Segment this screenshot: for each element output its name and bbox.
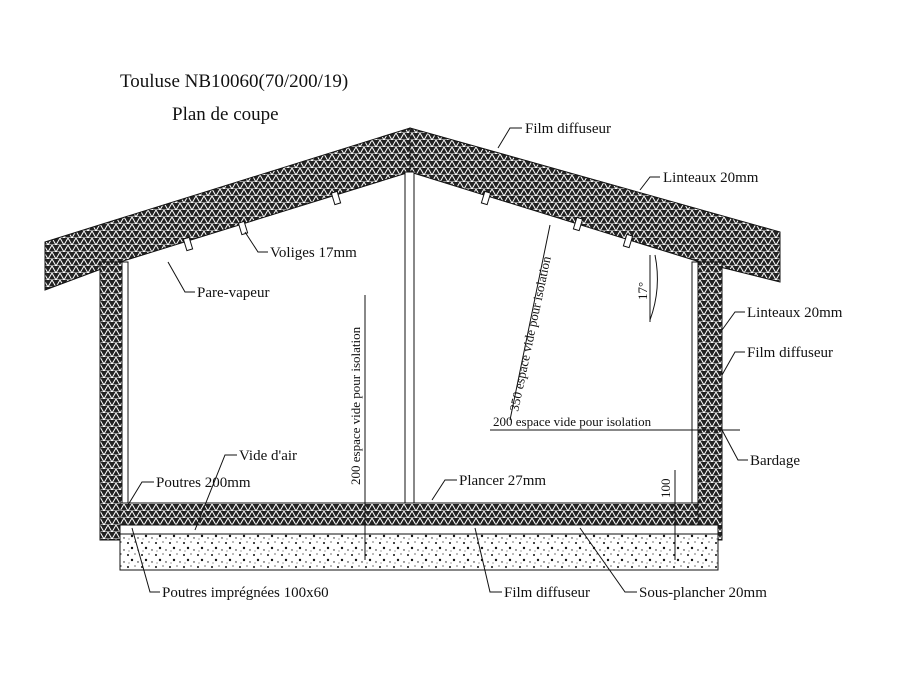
center-post [404, 171, 415, 504]
left-wall [99, 261, 123, 541]
label-poutres-impregnees: Poutres imprégnées 100x60 [162, 585, 329, 601]
leader-lines [127, 127, 748, 593]
label-linteaux-roof: Linteaux 20mm [663, 170, 759, 186]
label-film-diffuseur-wall: Film diffuseur [747, 345, 833, 361]
label-pare-vapeur: Pare-vapeur [197, 285, 269, 301]
right-wall [697, 261, 723, 541]
roof-battens [182, 190, 634, 252]
dimension-lines [364, 224, 740, 560]
side-insulation-dimension: 200 espace vide pour isolation [493, 414, 652, 429]
drawing-subtitle: Plan de coupe [172, 104, 279, 125]
floor-gap-dimension: 100 [658, 479, 673, 499]
floor-slab [119, 502, 699, 526]
label-linteaux-wall: Linteaux 20mm [747, 305, 843, 321]
wall-insulation-dimension: 200 espace vide pour isolation [348, 326, 363, 485]
roof-left [44, 127, 411, 291]
label-film-diffuseur-floor: Film diffuseur [504, 585, 590, 601]
label-bardage: Bardage [750, 453, 800, 469]
roof-insulation-dimension: 350 espace vide pour isolation [506, 254, 554, 412]
label-film-diffuseur-roof: Film diffuseur [525, 121, 611, 137]
label-poutres: Poutres 200mm [156, 475, 251, 491]
roof-right [409, 127, 781, 283]
drawing-title: Touluse NB10060(70/200/19) [120, 71, 348, 92]
label-plancer: Plancer 27mm [459, 473, 546, 489]
label-sous-plancher: Sous-plancher 20mm [639, 585, 767, 601]
label-vide-air: Vide d'air [239, 448, 297, 464]
label-voliges: Voliges 17mm [270, 245, 357, 261]
foundation [119, 533, 719, 571]
roof-angle: 17° [635, 282, 650, 300]
